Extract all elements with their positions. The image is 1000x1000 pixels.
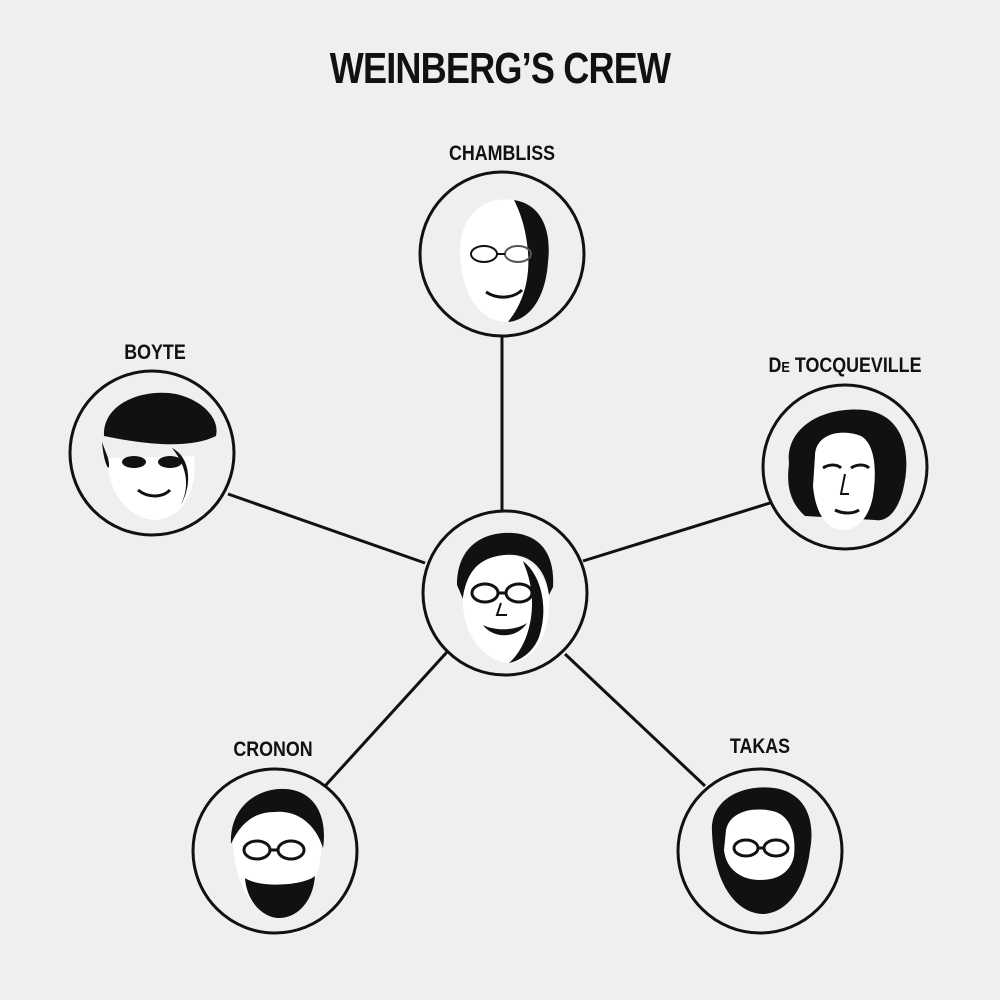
edge-boyte bbox=[227, 492, 426, 565]
portrait-cronon bbox=[230, 788, 324, 918]
portrait-center bbox=[457, 532, 554, 663]
node-center bbox=[421, 509, 589, 677]
node-chambliss bbox=[418, 170, 586, 338]
node-cronon bbox=[191, 767, 359, 935]
portrait-boyte bbox=[102, 392, 217, 520]
edge-detocqueville bbox=[582, 501, 771, 563]
edge-takas bbox=[563, 652, 707, 788]
edge-cronon bbox=[323, 650, 449, 788]
node-takas bbox=[676, 767, 844, 935]
node-boyte bbox=[68, 369, 236, 537]
label-boyte: BOYTE bbox=[124, 341, 186, 364]
diagram-title: WEINBERG’S CREW bbox=[329, 44, 671, 93]
node-detocqueville bbox=[761, 383, 929, 551]
portrait-chambliss bbox=[460, 199, 549, 322]
label-detocqueville-rest: TOCQUEVILLE bbox=[789, 354, 922, 377]
label-detocqueville-initial: D bbox=[768, 354, 782, 377]
label-cronon: CRONON bbox=[233, 738, 313, 761]
label-chambliss: CHAMBLISS bbox=[448, 142, 556, 165]
portrait-takas bbox=[711, 787, 812, 914]
label-detocqueville: DE TOCQUEVILLE bbox=[769, 354, 922, 378]
portrait-detocqueville bbox=[788, 409, 907, 530]
label-takas: TAKAS bbox=[729, 735, 791, 758]
label-detocqueville-small: E bbox=[781, 359, 790, 376]
